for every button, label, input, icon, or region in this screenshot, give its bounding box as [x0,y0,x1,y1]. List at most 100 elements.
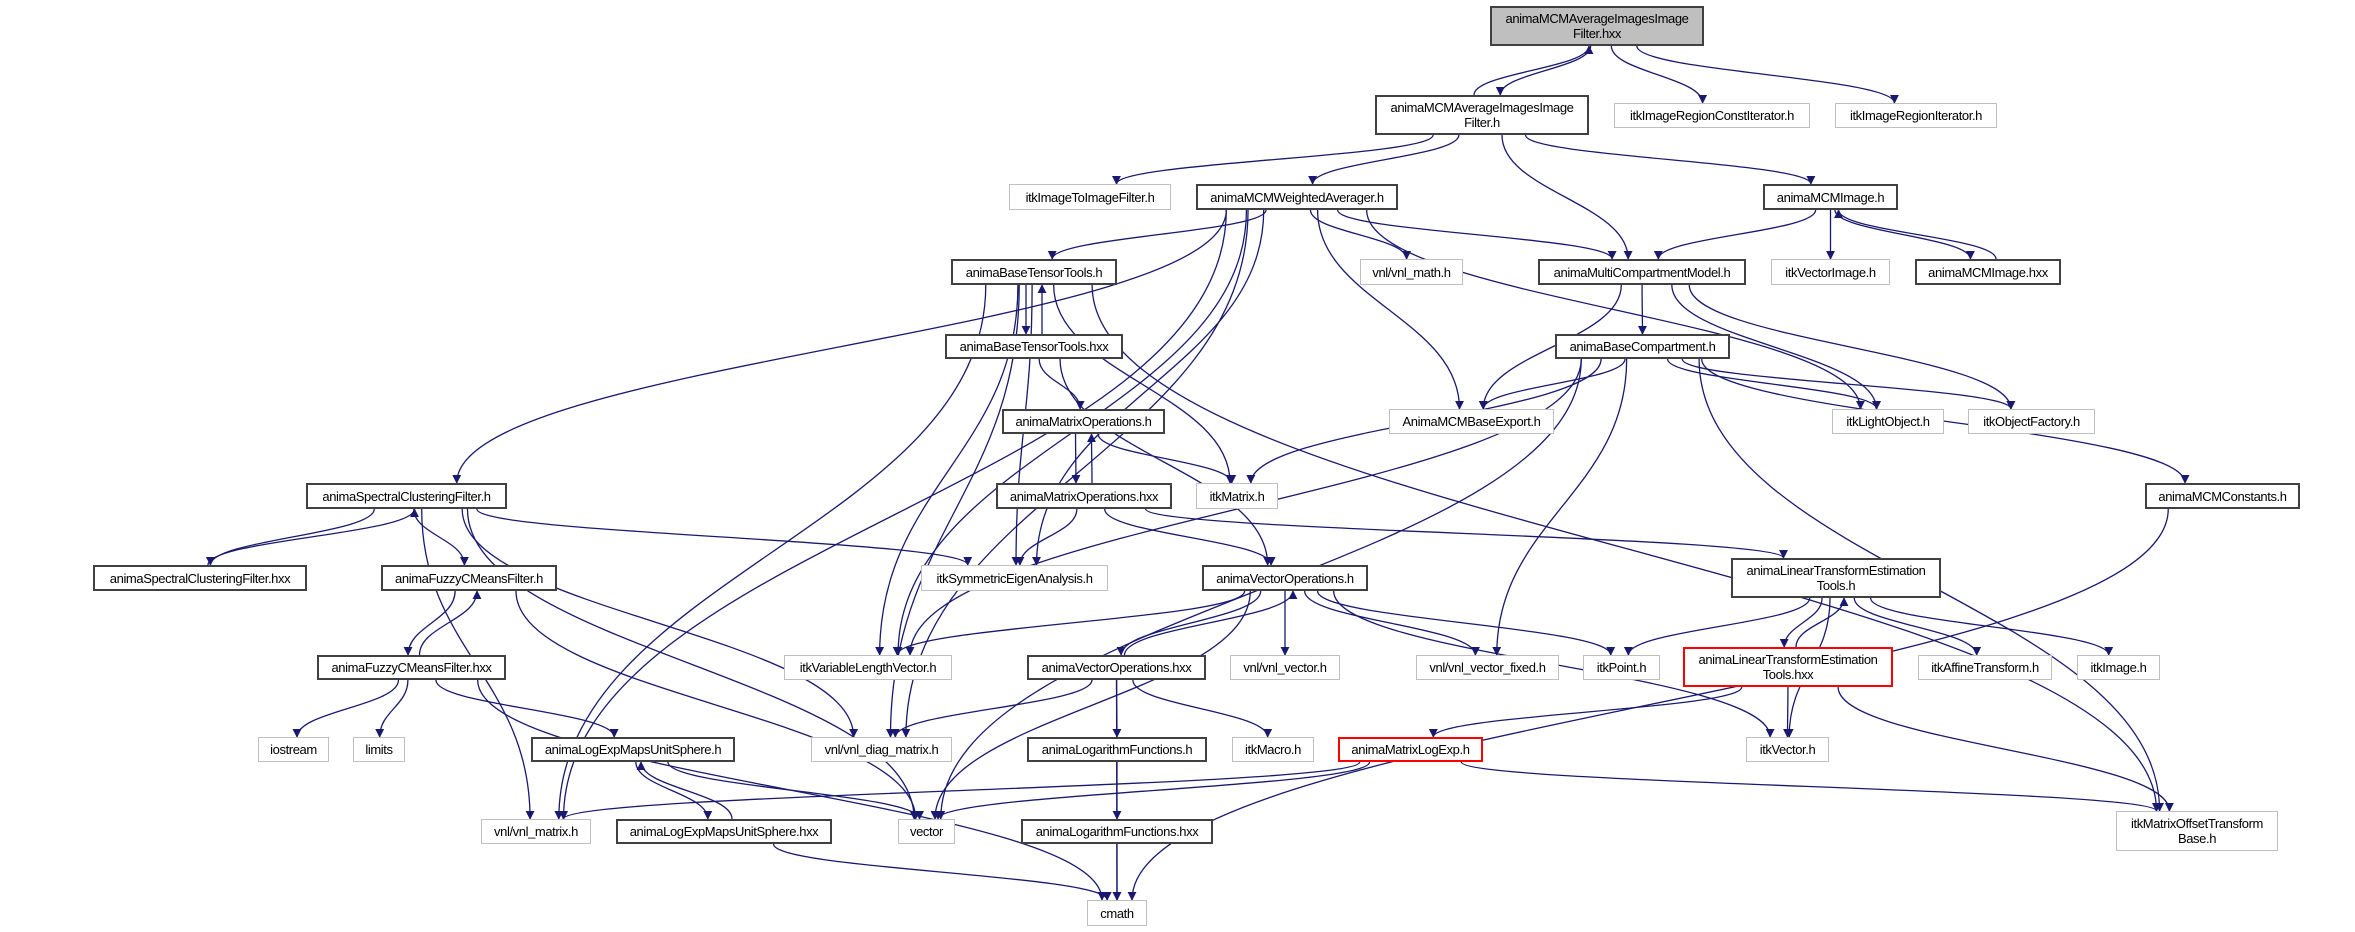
node-label: itkVectorImage.h [1785,264,1876,280]
node-mcmimage[interactable]: animaMCMImage.h [1763,184,1898,210]
edge-root-to-regconst [1610,45,1708,104]
node-label: vnl/vnl_vector.h [1243,660,1327,675]
node-label: animaLogExpMapsUnitSphere.h [544,742,722,757]
node-constants[interactable]: animaMCMConstants.h [2145,483,2300,509]
node-label: animaMCMConstants.h [2158,488,2287,504]
node-itkimage: itkImage.h [2077,655,2160,680]
edge-wavg-to-mcm [1337,209,1617,260]
node-label: animaMCMAverageImagesImage Filter.h [1390,100,1574,130]
node-vnlvec: vnl/vnl_vector.h [1230,655,1340,680]
node-fcm-hxx[interactable]: animaFuzzyCMeansFilter.hxx [317,655,506,680]
edge-filter-h-to-wavg [1308,134,1460,185]
edge-vo-h-to-vnlvecfixed [1303,590,1480,656]
node-logf-h[interactable]: animaLogarithmFunctions.h [1027,737,1207,762]
node-label: animaSpectralClusteringFilter.h [322,488,491,504]
node-lemus-h[interactable]: animaLogExpMapsUnitSphere.h [531,737,735,762]
node-logf-hxx[interactable]: animaLogarithmFunctions.hxx [1021,819,1213,844]
edge-lemus-h-to-vector [667,761,924,820]
node-label: itkAffineTransform.h [1931,660,2039,675]
node-scf-hxx[interactable]: animaSpectralClusteringFilter.hxx [93,565,307,591]
node-label: itkMatrixOffsetTransform Base.h [2131,816,2263,846]
node-ltet-hxx[interactable]: animaLinearTransformEstimation Tools.hxx [1683,647,1893,687]
node-diag: vnl/vnl_diag_matrix.h [811,737,952,762]
node-label: animaMCMImage.h [1776,189,1885,205]
node-btt-hxx[interactable]: animaBaseTensorTools.hxx [945,334,1123,359]
edge-fcm-hxx-to-lemus-h [435,679,619,738]
edge-vo-h-to-varlen [892,590,1246,656]
node-cmath: cmath [1087,900,1147,926]
node-itkpoint: itkPoint.h [1583,655,1660,680]
edge-btt-hxx-to-mo-h [1038,358,1085,410]
edge-filter-h-to-root [1473,45,1594,96]
node-itkvector: itkVector.h [1746,737,1829,762]
node-label: itkLightObject.h [1846,414,1930,429]
edge-ltet-h-to-ltet-hxx [1779,597,1823,648]
edge-lemus-h-to-lemus-hxx [635,761,713,820]
node-vo-hxx[interactable]: animaVectorOperations.hxx [1027,655,1206,680]
edge-vo-h-to-vector [930,590,1251,820]
edge-ltet-h-to-itkpoint [1623,597,1811,656]
edge-wavg-to-scf-h [452,209,1227,484]
edge-ltet-h-to-affine [1853,597,1982,656]
node-vnlvecfixed: vnl/vnl_vector_fixed.h [1416,655,1559,680]
node-wavg[interactable]: animaMCMWeightedAverager.h [1196,184,1398,210]
edge-mo-hxx-to-ltet-h [1144,508,1788,559]
edge-fcm-hxx-to-fcm-h [418,590,482,656]
node-label: itkMacro.h [1245,742,1301,757]
edge-wavg-to-btt-h [1047,209,1267,260]
edge-vo-h-to-itkpoint [1316,590,1616,656]
edge-vo-hxx-to-vo-h [1123,590,1298,656]
node-root[interactable]: animaMCMAverageImagesImage Filter.hxx [1490,6,1704,46]
node-label: itkVariableLengthVector.h [799,660,937,675]
edge-mo-h-to-itkmatrix [1097,433,1237,484]
edge-ltet-hxx-to-ltet-h [1795,597,1849,648]
node-vo-h[interactable]: animaVectorOperations.h [1202,565,1368,591]
node-mcmimage-hxx[interactable]: animaMCMImage.hxx [1915,259,2061,285]
node-btt-h[interactable]: animaBaseTensorTools.h [951,259,1117,285]
node-lemus-hxx[interactable]: animaLogExpMapsUnitSphere.hxx [616,819,832,844]
node-label: iostream [270,742,317,757]
edge-wavg-to-diag [901,209,1249,738]
node-ltet-h[interactable]: animaLinearTransformEstimation Tools.h [1731,558,1941,598]
node-label: animaMatrixOperations.h [1015,414,1152,429]
edge-mcmimage-to-mcmimage-hxx [1834,209,1975,260]
edge-scf-h-to-diag [461,508,859,738]
node-mo-h[interactable]: animaMatrixOperations.h [1002,409,1165,434]
node-limits: limits [353,737,405,762]
node-label: animaLinearTransformEstimation Tools.hxx [1698,652,1878,682]
node-regconst: itkImageRegionConstIterator.h [1614,103,1810,128]
node-filter-h[interactable]: animaMCMAverageImagesImage Filter.h [1375,95,1589,135]
node-label: animaMatrixLogExp.h [1351,742,1470,757]
edge-scf-h-to-scf-hxx [205,508,375,566]
edge-ltet-hxx-to-motb [1837,686,2174,812]
edge-vo-hxx-to-macro [1132,679,1273,738]
node-basecomp[interactable]: animaBaseCompartment.h [1555,334,1730,359]
node-scf-h[interactable]: animaSpectralClusteringFilter.h [306,483,507,509]
node-label: animaMatrixOperations.hxx [1009,488,1159,504]
edge-fcm-hxx-to-limits [375,679,409,738]
node-symeig: itkSymmetricEigenAnalysis.h [921,565,1108,591]
edge-mcm-to-objfact [1688,284,2016,410]
node-fcm-h[interactable]: animaFuzzyCMeansFilter.h [381,565,557,591]
node-regiter: itkImageRegionIterator.h [1835,103,1997,128]
node-label: animaMultiCompartmentModel.h [1553,264,1731,280]
node-label: itkObjectFactory.h [1983,414,2080,429]
edge-btt-h-to-vnlmatrix [554,284,987,820]
node-label: animaSpectralClusteringFilter.hxx [109,570,291,586]
edge-mo-hxx-to-symeig [1015,508,1078,566]
edge-scf-hxx-to-scf-h [207,508,419,566]
node-vector: vector [898,819,955,844]
node-mo-hxx[interactable]: animaMatrixOperations.hxx [996,483,1172,509]
edge-mcm-to-export [1478,284,1622,410]
node-mcm[interactable]: animaMultiCompartmentModel.h [1538,259,1746,285]
node-label: animaLogarithmFunctions.hxx [1035,824,1199,839]
edge-wavg-to-export [1316,209,1464,410]
node-label: vnl/vnl_vector_fixed.h [1429,660,1546,675]
node-mle[interactable]: animaMatrixLogExp.h [1338,737,1483,762]
node-vnlmath: vnl/vnl_math.h [1360,259,1463,285]
edge-basecomp-to-objfact [1681,358,2016,410]
node-label: animaBaseCompartment.h [1569,339,1716,354]
edge-wavg-to-vnlmath [1309,209,1412,260]
